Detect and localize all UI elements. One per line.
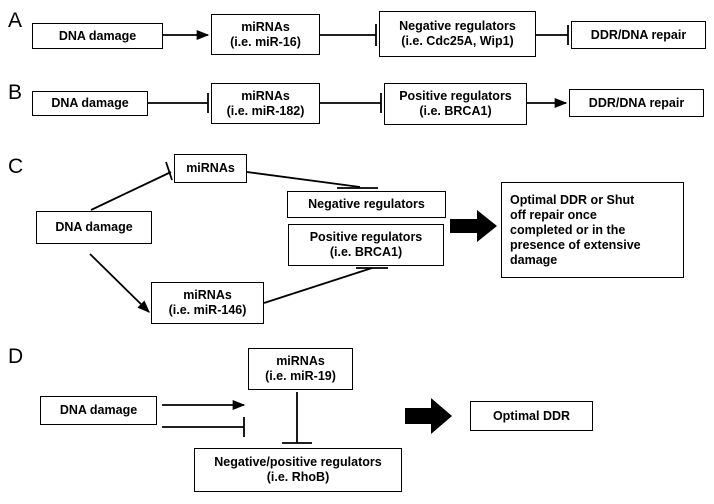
a-mirna-example: (i.e. miR-16)	[230, 34, 301, 49]
b-positive-regulators-box: Positive regulators (i.e. BRCA1)	[384, 83, 527, 125]
c-block-arrow	[450, 210, 497, 242]
c-negative-text: Negative regulators	[308, 197, 425, 211]
d-mirna-title: miRNAs	[276, 354, 325, 368]
c-mirna-top-text: miRNAs	[186, 161, 235, 175]
b-mirna-box: miRNAs (i.e. miR-182)	[211, 83, 320, 124]
panel-label-d: D	[8, 345, 24, 368]
d-outcome-box: Optimal DDR	[470, 401, 593, 431]
c-outcome-line-1: Optimal DDR or Shut	[510, 192, 635, 207]
b-outcome-box: DDR/DNA repair	[569, 89, 704, 117]
d-outcome-text: Optimal DDR	[492, 408, 571, 423]
a-dna-damage-box: DNA damage	[32, 23, 163, 49]
c-inhibition-line-top	[90, 171, 172, 211]
b-outcome-text: DDR/DNA repair	[588, 95, 685, 110]
d-block-arrow	[405, 398, 452, 434]
d-dna-damage-box: DNA damage	[40, 396, 157, 425]
d-regulators-box: Negative/positive regulators (i.e. RhoB)	[194, 448, 402, 492]
b-dna-damage-box: DNA damage	[32, 91, 148, 116]
c-inhibition-line-neg	[246, 171, 361, 188]
c-positive-title: Positive regulators	[309, 230, 423, 244]
c-negative-regulators-box: Negative regulators	[287, 191, 446, 218]
d-dna-damage-text: DNA damage	[59, 403, 138, 417]
c-mirna-bottom-box: miRNAs (i.e. miR-146)	[151, 282, 264, 324]
d-mirna-example: (i.e. miR-19)	[265, 369, 336, 383]
c-outcome-line-2: off repair once	[510, 207, 597, 222]
c-dna-damage-text: DNA damage	[55, 220, 133, 234]
c-outcome-line-3: completed or in the	[510, 222, 626, 237]
c-outcome-line-4: presence of extensive	[510, 237, 641, 252]
c-dna-damage-box: DNA damage	[36, 211, 152, 244]
a-negative-regulators-box: Negative regulators (i.e. Cdc25A, Wip1)	[379, 11, 536, 57]
panel-label-b: B	[8, 81, 23, 104]
a-dna-damage-text: DNA damage	[58, 28, 137, 43]
b-dna-damage-text: DNA damage	[51, 96, 129, 110]
panel-label-a: A	[8, 9, 23, 32]
c-mirna-bottom-example: (i.e. miR-146)	[168, 303, 247, 317]
d-regulators-example: (i.e. RhoB)	[266, 470, 330, 484]
c-mirna-bottom-title: miRNAs	[183, 288, 232, 302]
c-positive-example: (i.e. BRCA1)	[329, 245, 403, 259]
c-inhibition-line-pos	[263, 267, 373, 304]
a-mirna-box: miRNAs (i.e. miR-16)	[211, 14, 320, 55]
b-regulators-title: Positive regulators	[399, 89, 512, 103]
d-regulators-title: Negative/positive regulators	[214, 455, 382, 469]
c-activation-arrow-bottom	[89, 253, 150, 313]
b-mirna-title: miRNAs	[241, 88, 290, 103]
c-inhibition-bar-top	[165, 161, 173, 181]
a-regulators-title: Negative regulators	[399, 19, 516, 33]
a-outcome-box: DDR/DNA repair	[571, 21, 706, 49]
c-outcome-box: Optimal DDR or Shut off repair once comp…	[501, 182, 684, 278]
c-mirna-top-box: miRNAs	[174, 154, 247, 183]
a-mirna-title: miRNAs	[241, 19, 290, 34]
b-mirna-example: (i.e. miR-182)	[226, 103, 305, 118]
b-regulators-example: (i.e. BRCA1)	[419, 104, 492, 118]
c-positive-regulators-box: Positive regulators (i.e. BRCA1)	[288, 224, 444, 266]
panel-label-c: C	[8, 155, 24, 178]
a-outcome-text: DDR/DNA repair	[590, 27, 687, 42]
a-regulators-example: (i.e. Cdc25A, Wip1)	[401, 34, 514, 48]
d-mirna-box: miRNAs (i.e. miR-19)	[248, 348, 353, 390]
c-outcome-line-5: damage	[510, 252, 558, 267]
